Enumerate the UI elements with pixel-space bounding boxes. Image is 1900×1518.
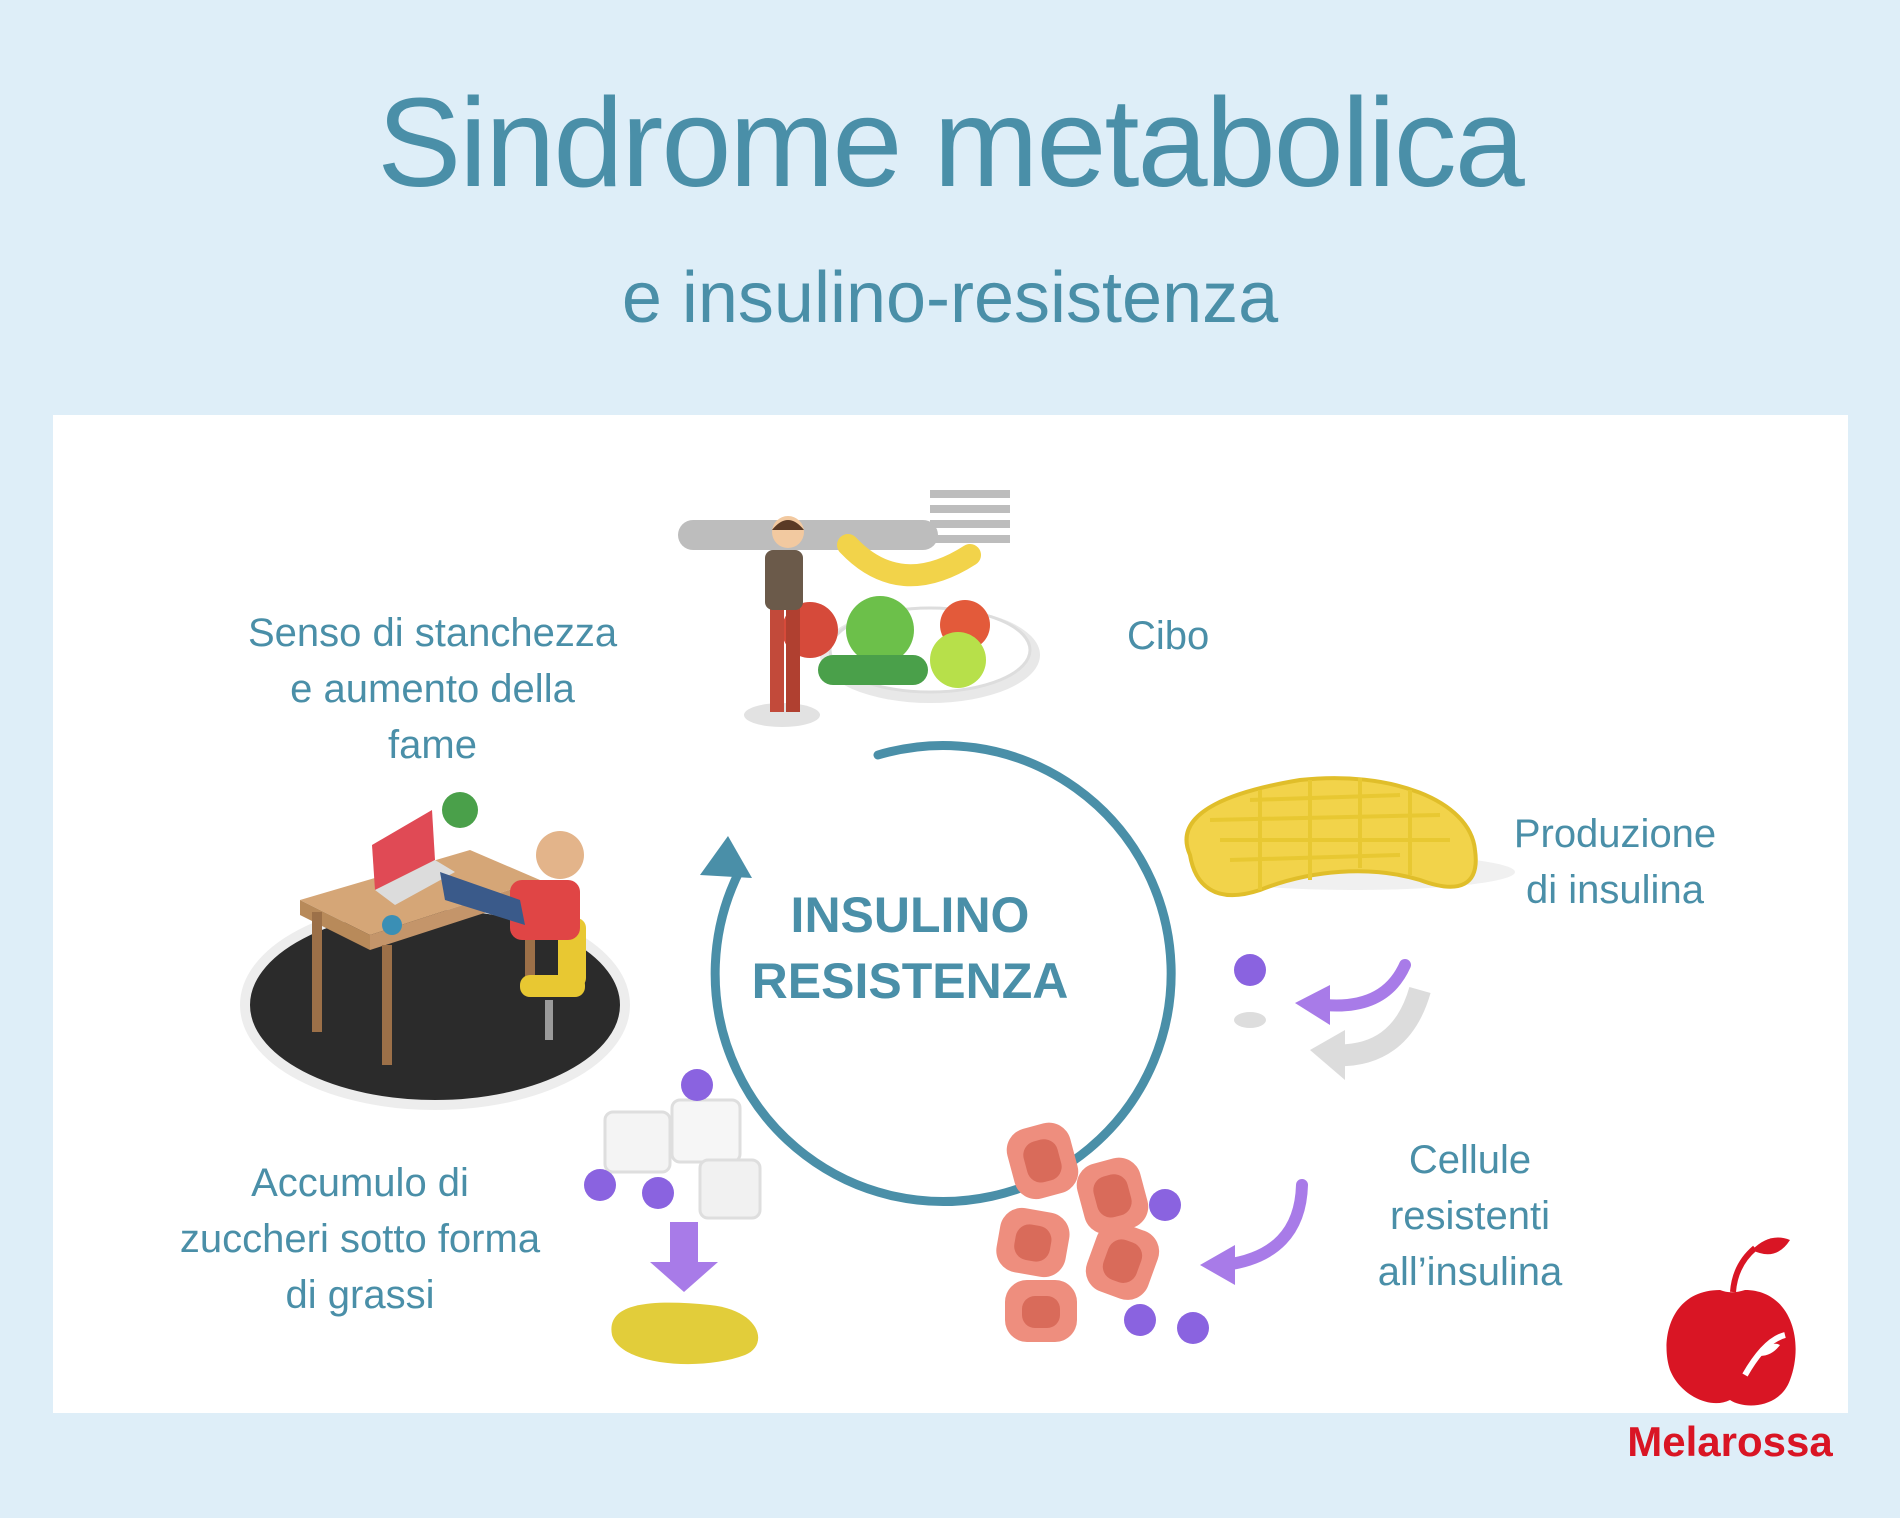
insulin-molecule-icon bbox=[1234, 954, 1266, 1028]
brand-name: Melarossa bbox=[1627, 1418, 1833, 1465]
sugar-to-fat-icon bbox=[584, 1069, 762, 1365]
step-label-accumulo-zuccheri: Accumulo di zuccheri sotto forma di gras… bbox=[179, 1161, 541, 1317]
step-label-produzione-insulina: Produzione di insulina bbox=[1513, 812, 1717, 912]
cycle-center-label: INSULINO RESISTENZA bbox=[751, 887, 1069, 1009]
man-fork-food-plate-icon bbox=[678, 490, 1040, 727]
page-title: Sindrome metabolica bbox=[377, 72, 1525, 213]
resistant-cells-icon bbox=[996, 1122, 1209, 1344]
tired-man-desk-icon bbox=[240, 792, 630, 1110]
apple-logo-icon bbox=[1666, 1237, 1796, 1406]
pancreas-icon bbox=[1184, 776, 1515, 897]
page-subtitle: e insulino-resistenza bbox=[621, 258, 1279, 338]
step-label-cellule-resistenti: Cellule resistenti all’insulina bbox=[1377, 1138, 1563, 1294]
cycle-arrow bbox=[700, 741, 1176, 1206]
insulin-flow-arrow bbox=[1295, 959, 1431, 1080]
resistance-flow-arrow bbox=[1200, 1179, 1308, 1285]
step-label-stanchezza-fame: Senso di stanchezza e aumento della fame bbox=[247, 611, 618, 767]
step-label-cibo: Cibo bbox=[1127, 614, 1210, 658]
